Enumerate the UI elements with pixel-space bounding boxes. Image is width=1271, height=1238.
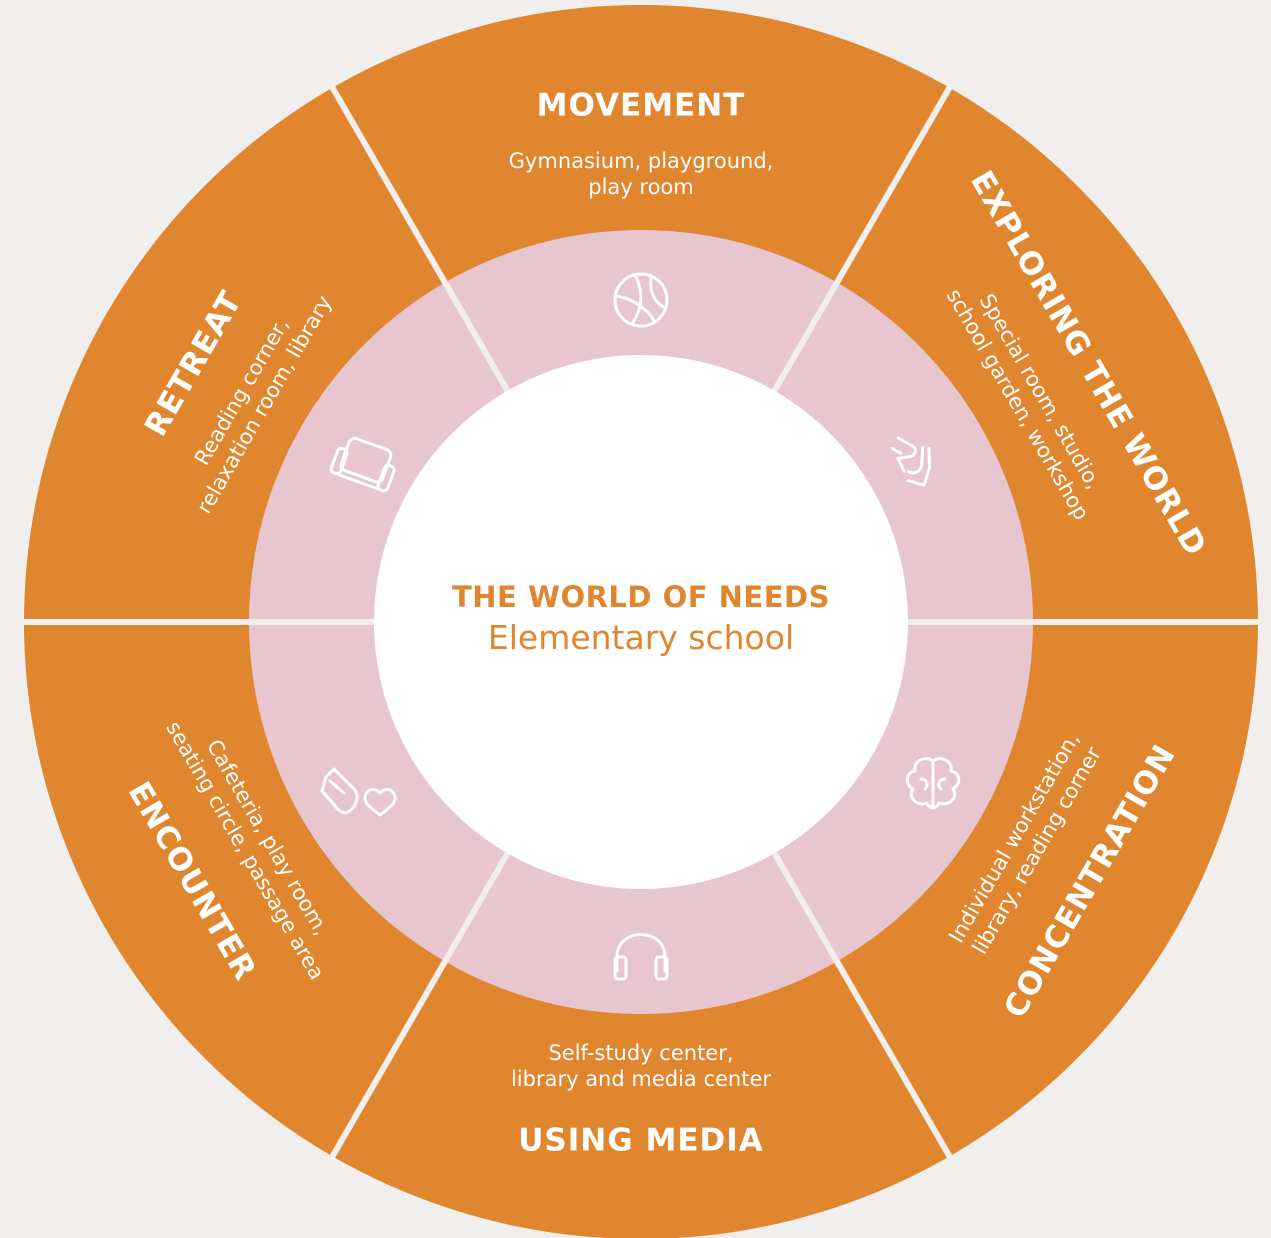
center-title-block: THE WORLD OF NEEDS Elementary school xyxy=(391,578,891,660)
volleyball-icon xyxy=(613,272,669,328)
headphones-icon xyxy=(613,933,669,981)
segment-divider xyxy=(771,84,954,393)
segment-description-line: library and media center xyxy=(511,1067,771,1091)
segment-divider xyxy=(771,851,954,1160)
armchair-icon xyxy=(329,436,396,493)
segment-title-movement: MOVEMENT xyxy=(537,88,746,124)
segment-description-line: play room xyxy=(588,175,693,199)
segment-description-line: Gymnasium, playground, xyxy=(509,149,774,173)
segment-title-media: USING MEDIA xyxy=(518,1123,764,1159)
segment-divider xyxy=(328,851,511,1160)
segment-dividers xyxy=(22,84,1260,1160)
hands-icon xyxy=(890,436,932,487)
center-subtitle: Elementary school xyxy=(487,618,795,657)
segment-icons xyxy=(320,272,961,981)
center-title: THE WORLD OF NEEDS xyxy=(452,580,830,614)
segment-divider xyxy=(328,84,511,393)
brain-icon xyxy=(905,757,961,810)
center-circle xyxy=(374,355,908,889)
segment-description-line: Self-study center, xyxy=(548,1041,733,1065)
hand-heart-icon xyxy=(320,767,397,817)
